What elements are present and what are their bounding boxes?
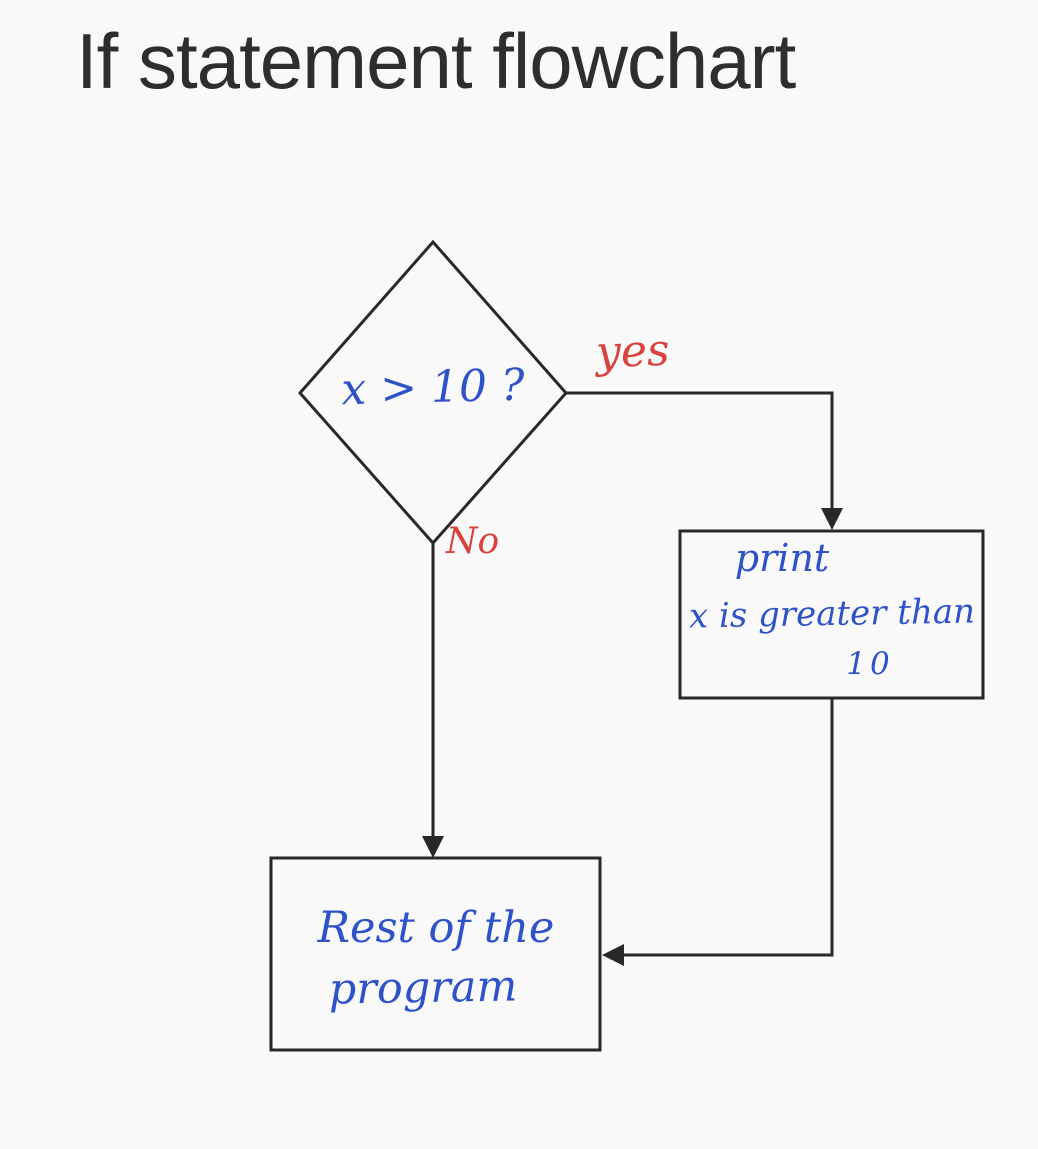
arrowhead-down-rest-icon xyxy=(422,836,444,858)
rest-box xyxy=(269,856,602,1052)
yes-branch-label: yes xyxy=(595,324,671,379)
print-box-line3: 10 xyxy=(846,646,894,682)
arrowhead-down-print-icon xyxy=(821,508,843,530)
print-box-line2: x is greater than xyxy=(688,591,976,637)
rest-box-line1: Rest of the xyxy=(317,903,555,953)
no-branch-label: No xyxy=(446,521,500,562)
page-title: If statement flowchart xyxy=(76,17,796,105)
arrowhead-left-rest-icon xyxy=(602,944,624,966)
yes-connector-line xyxy=(566,391,834,512)
print-box-line1: print xyxy=(734,536,830,580)
rest-box-line2: program xyxy=(328,961,518,1015)
decision-label: x > 10 ? xyxy=(340,359,526,416)
return-connector-line xyxy=(620,698,834,957)
